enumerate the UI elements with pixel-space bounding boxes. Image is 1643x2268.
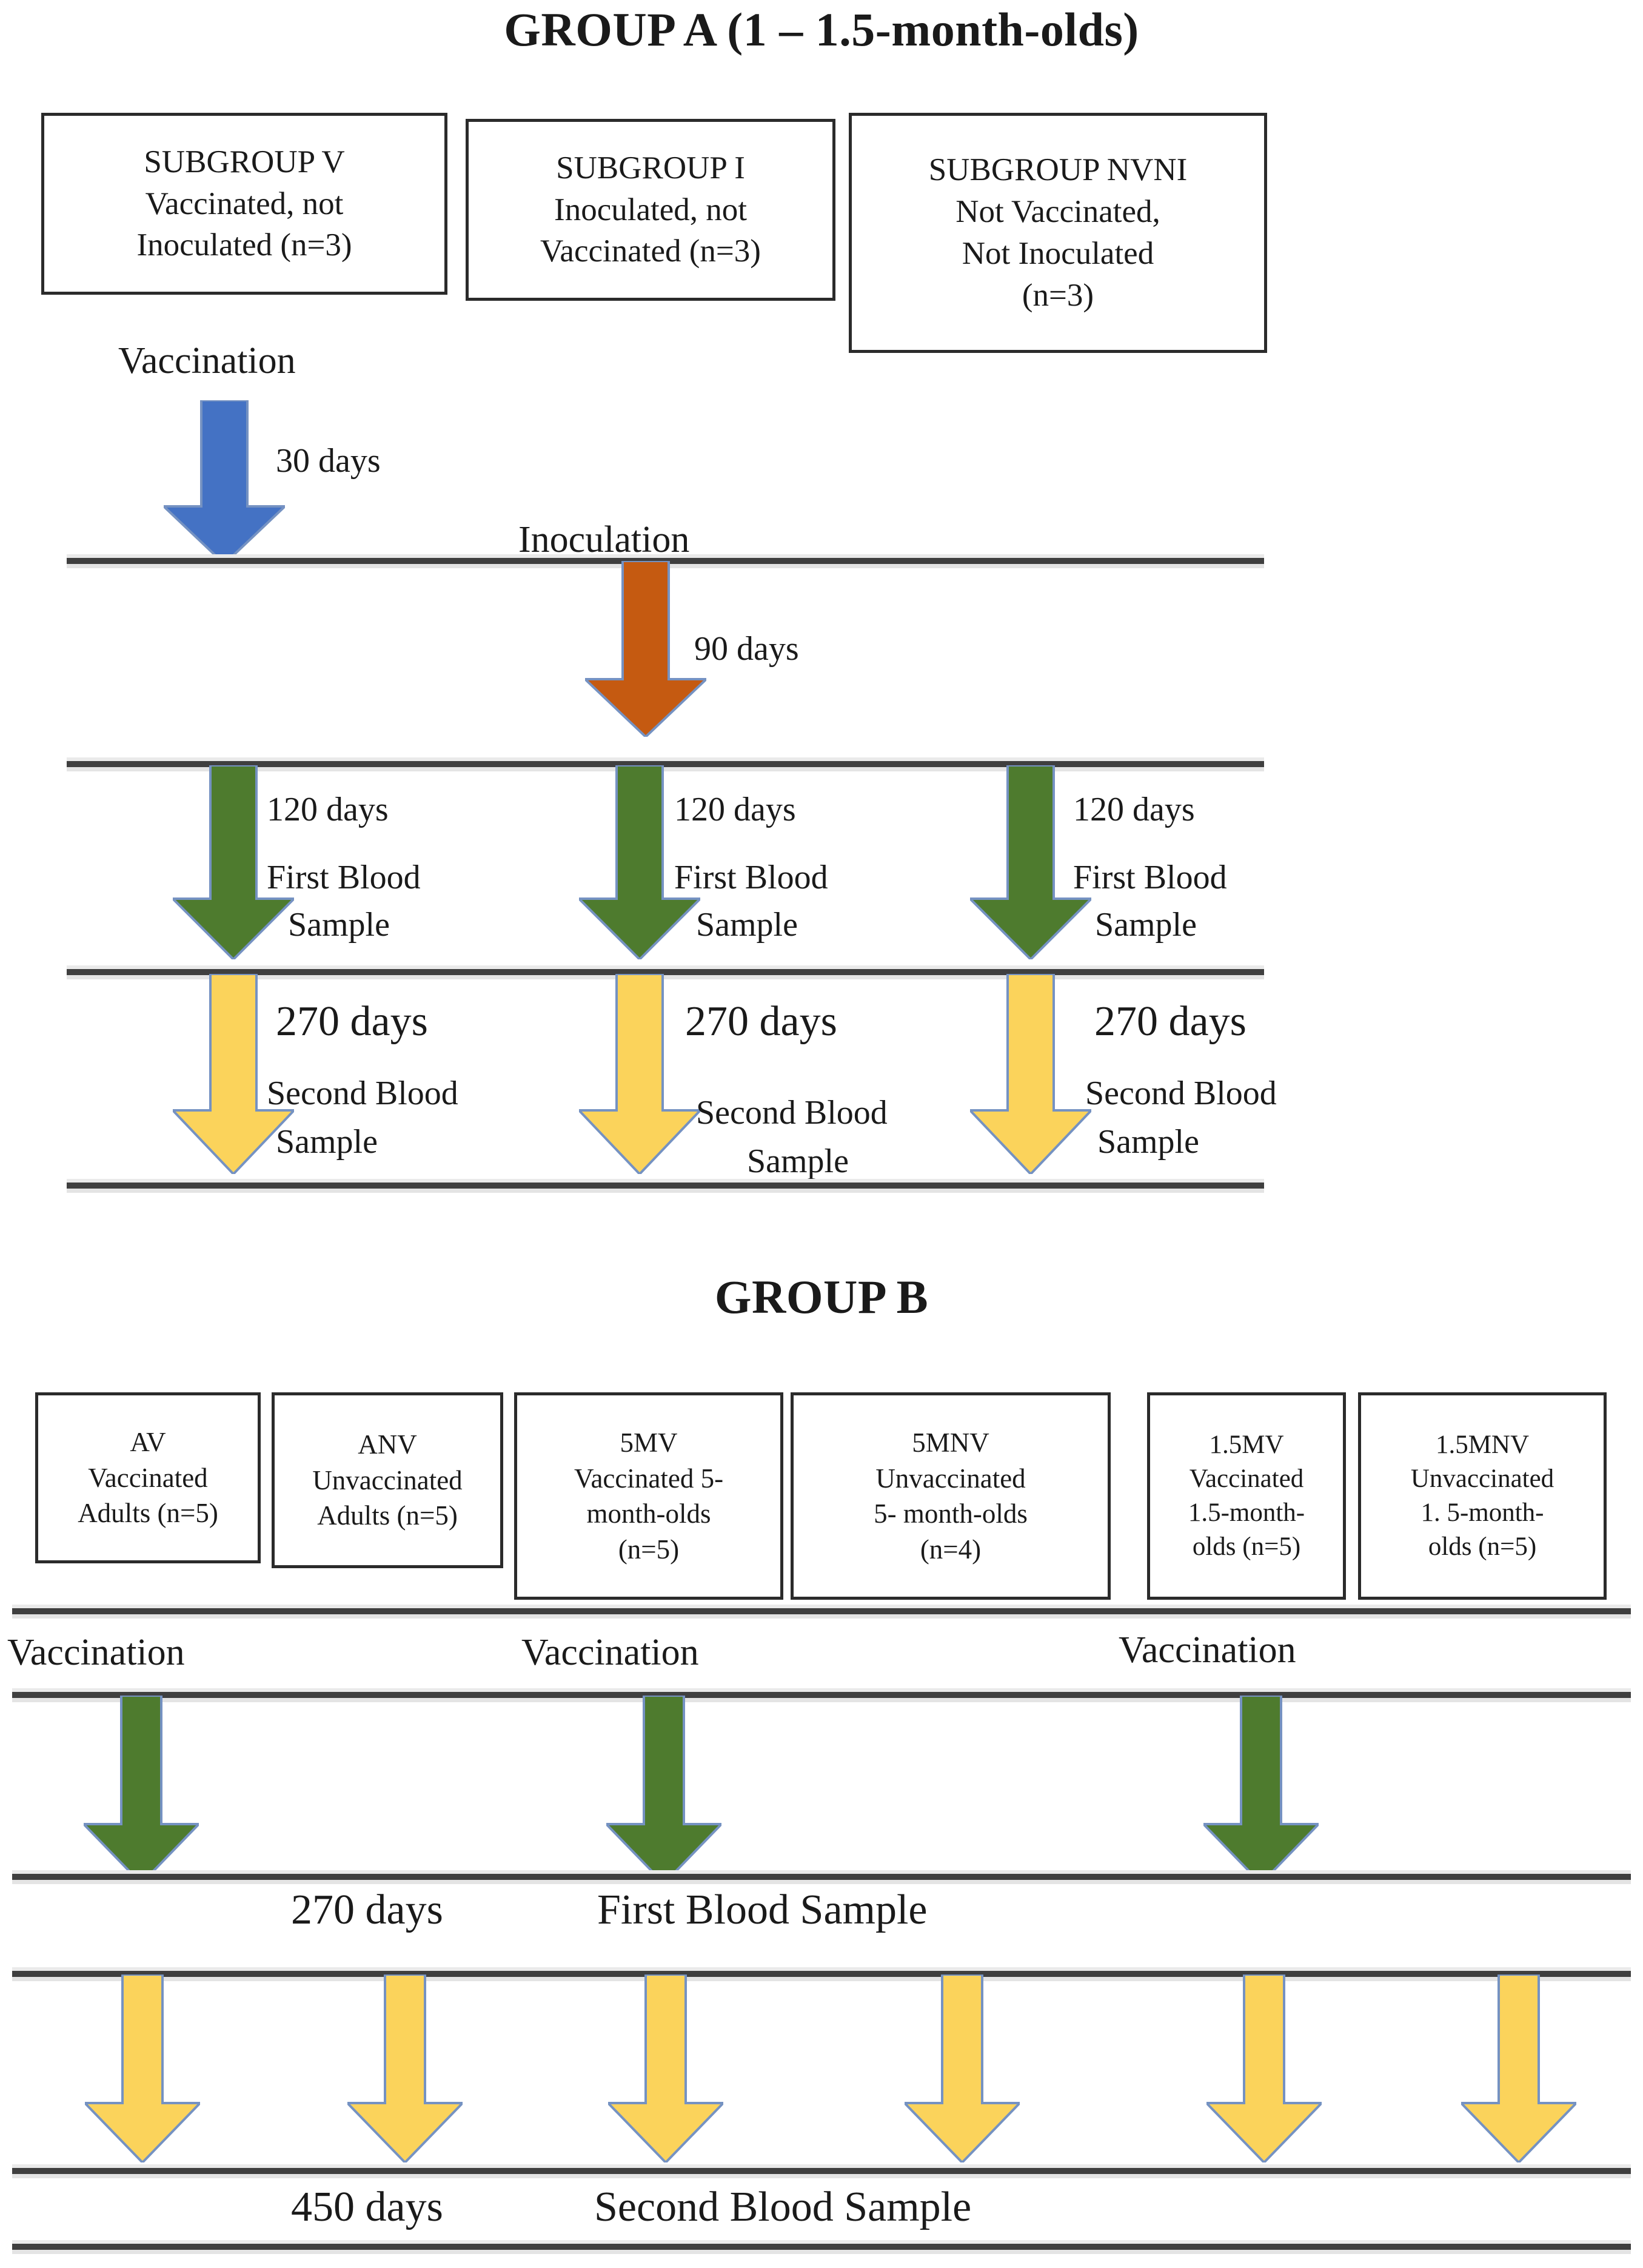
second-sample-line1-col1: Second Blood xyxy=(267,1075,458,1112)
anv-line-3: Adults (n=5) xyxy=(317,1500,458,1531)
first-sample-arrow-green-col3 xyxy=(970,765,1091,959)
group-a-vaccination-label: Vaccination xyxy=(118,340,296,381)
subgroup-i-line-2: Inoculated, not xyxy=(554,192,747,227)
second-sample-days-col3: 270 days xyxy=(1094,998,1246,1045)
subgroup-box-nvni: SUBGROUP NVNI Not Vaccinated, Not Inocul… xyxy=(849,113,1267,353)
m15v-line-2: Vaccinated xyxy=(1189,1464,1304,1494)
m15nv-line-3: 1. 5-month- xyxy=(1420,1498,1544,1527)
group-b-second-sample-label: Second Blood Sample xyxy=(594,2184,972,2230)
m15v-line-3: 1.5-month- xyxy=(1188,1498,1305,1527)
group-b-sample-arrow-3 xyxy=(608,1974,723,2162)
subgroup-v-line-1: SUBGROUP V xyxy=(144,144,345,179)
timeline-rule-a-2 xyxy=(67,761,1264,767)
m5v-line-2: Vaccinated 5- xyxy=(574,1463,724,1494)
cohort-box-av: AV Vaccinated Adults (n=5) xyxy=(35,1392,261,1563)
m15nv-line-1: 1.5MNV xyxy=(1435,1431,1530,1460)
second-sample-line2-col3: Sample xyxy=(1097,1123,1199,1161)
group-a-inoculation-days: 90 days xyxy=(694,630,799,668)
group-b-vaccination-label-3: Vaccination xyxy=(1119,1629,1296,1671)
second-sample-line2-col1: Sample xyxy=(276,1123,378,1161)
inoculation-arrow-orange xyxy=(585,561,706,737)
group-b-first-sample-label: First Blood Sample xyxy=(597,1887,928,1933)
group-a-inoculation-label: Inoculation xyxy=(518,519,690,560)
first-sample-line2-col2: Sample xyxy=(696,906,798,944)
second-sample-line2-col2: Sample xyxy=(747,1142,849,1180)
m5nv-line-3: 5- month-olds xyxy=(874,1498,1028,1529)
group-b-sample-arrow-6 xyxy=(1461,1974,1576,2162)
group-b-vaccination-arrow-3 xyxy=(1203,1696,1319,1884)
group-b-title: GROUP B xyxy=(714,1270,929,1323)
group-b-sample-arrow-1 xyxy=(85,1974,200,2162)
subgroup-box-v: SUBGROUP V Vaccinated, not Inoculated (n… xyxy=(41,113,447,295)
subgroup-v-line-2: Vaccinated, not xyxy=(145,186,344,221)
m15nv-line-4: olds (n=5) xyxy=(1428,1532,1537,1561)
anv-line-1: ANV xyxy=(358,1429,417,1460)
m5v-line-1: 5MV xyxy=(620,1428,678,1458)
second-sample-arrow-yellow-col2 xyxy=(579,974,700,1174)
timeline-rule-b-2 xyxy=(12,1692,1631,1698)
first-sample-days-col3: 120 days xyxy=(1073,791,1195,828)
group-b-first-sample-days: 270 days xyxy=(291,1887,443,1933)
group-b-vaccination-label-2: Vaccination xyxy=(521,1632,699,1673)
av-line-1: AV xyxy=(130,1427,166,1458)
cohort-box-anv: ANV Unvaccinated Adults (n=5) xyxy=(272,1392,503,1568)
timeline-rule-b-6 xyxy=(12,2244,1631,2250)
av-line-2: Vaccinated xyxy=(88,1462,208,1493)
cohort-box-1-5mnv: 1.5MNV Unvaccinated 1. 5-month- olds (n=… xyxy=(1358,1392,1607,1600)
m15nv-line-2: Unvaccinated xyxy=(1410,1464,1554,1494)
timeline-rule-b-4 xyxy=(12,1971,1631,1977)
group-b-sample-arrow-5 xyxy=(1206,1974,1322,2162)
timeline-rule-a-4 xyxy=(67,1183,1264,1189)
anv-line-2: Unvaccinated xyxy=(312,1464,463,1495)
second-sample-line1-col3: Second Blood xyxy=(1085,1075,1277,1112)
first-sample-line1-col2: First Blood xyxy=(674,859,828,896)
m5v-line-4: (n=5) xyxy=(618,1534,680,1565)
first-sample-line2-col3: Sample xyxy=(1095,906,1197,944)
first-sample-days-col1: 120 days xyxy=(267,791,389,828)
cohort-box-1-5mv: 1.5MV Vaccinated 1.5-month- olds (n=5) xyxy=(1147,1392,1346,1600)
timeline-rule-a-3 xyxy=(67,969,1264,975)
vaccination-arrow-blue xyxy=(164,400,285,564)
second-sample-days-col2: 270 days xyxy=(685,998,837,1045)
group-a-vaccination-days: 30 days xyxy=(276,442,381,480)
m5nv-line-2: Unvaccinated xyxy=(875,1463,1026,1494)
subgroup-nvni-line-4: (n=3) xyxy=(1022,277,1094,313)
group-a-title: GROUP A (1 – 1.5-month-olds) xyxy=(504,3,1139,56)
second-sample-line1-col2: Second Blood xyxy=(696,1094,888,1132)
subgroup-nvni-line-3: Not Inoculated xyxy=(962,236,1154,271)
subgroup-box-i: SUBGROUP I Inoculated, not Vaccinated (n… xyxy=(466,119,835,301)
first-sample-arrow-green-col2 xyxy=(579,765,700,959)
group-b-vaccination-label-1: Vaccination xyxy=(7,1632,185,1673)
group-b-sample-arrow-2 xyxy=(347,1974,463,2162)
group-b-vaccination-arrow-1 xyxy=(84,1696,199,1884)
m15v-line-1: 1.5MV xyxy=(1209,1431,1284,1460)
second-sample-arrow-yellow-col3 xyxy=(970,974,1091,1174)
subgroup-i-line-1: SUBGROUP I xyxy=(556,150,745,186)
cohort-box-5mv: 5MV Vaccinated 5- month-olds (n=5) xyxy=(514,1392,783,1600)
timeline-rule-b-1 xyxy=(12,1608,1631,1614)
first-sample-line1-col1: First Blood xyxy=(267,859,421,896)
group-b-second-sample-days: 450 days xyxy=(291,2184,443,2230)
m5nv-line-4: (n=4) xyxy=(920,1534,982,1565)
first-sample-line1-col3: First Blood xyxy=(1073,859,1227,896)
m5nv-line-1: 5MNV xyxy=(912,1428,989,1458)
subgroup-nvni-line-1: SUBGROUP NVNI xyxy=(928,152,1188,188)
group-b-vaccination-arrow-2 xyxy=(606,1696,721,1884)
subgroup-i-line-3: Vaccinated (n=3) xyxy=(540,233,761,269)
cohort-box-5mnv: 5MNV Unvaccinated 5- month-olds (n=4) xyxy=(791,1392,1111,1600)
group-b-sample-arrow-4 xyxy=(905,1974,1020,2162)
subgroup-nvni-line-2: Not Vaccinated, xyxy=(955,194,1160,230)
first-sample-arrow-green-col1 xyxy=(173,765,294,959)
m5v-line-3: month-olds xyxy=(586,1498,711,1529)
m15v-line-4: olds (n=5) xyxy=(1192,1532,1301,1561)
first-sample-days-col2: 120 days xyxy=(674,791,796,828)
subgroup-v-line-3: Inoculated (n=3) xyxy=(136,227,352,263)
timeline-rule-b-3 xyxy=(12,1874,1631,1880)
second-sample-arrow-yellow-col1 xyxy=(173,974,294,1174)
second-sample-days-col1: 270 days xyxy=(276,998,428,1045)
first-sample-line2-col1: Sample xyxy=(288,906,390,944)
timeline-rule-b-5 xyxy=(12,2168,1631,2174)
av-line-3: Adults (n=5) xyxy=(78,1498,218,1529)
